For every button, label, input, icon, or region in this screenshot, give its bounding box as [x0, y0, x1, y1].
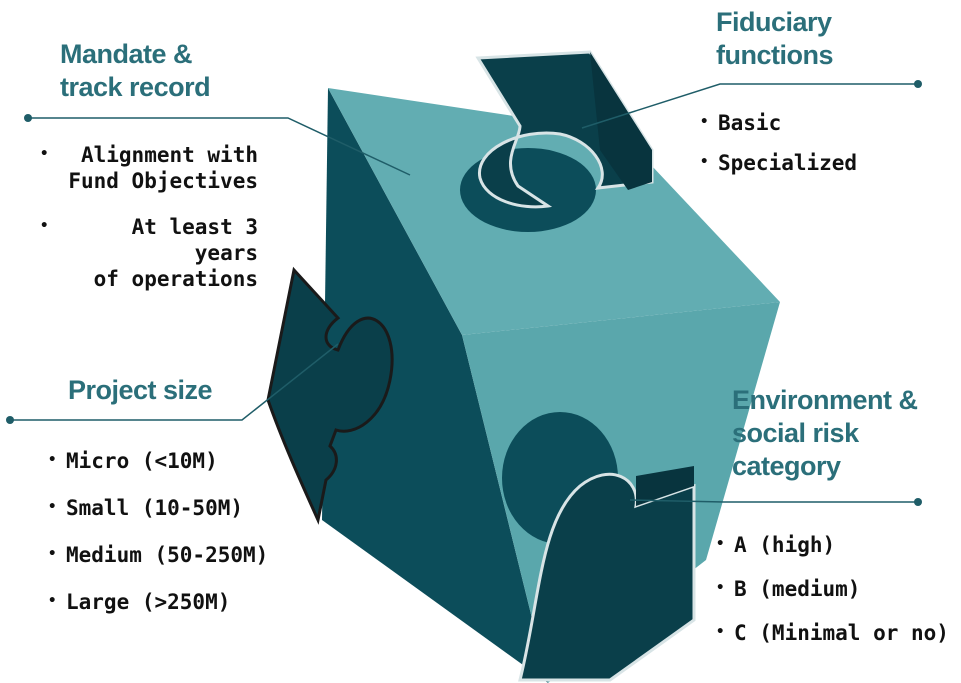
cube-left-face: [322, 88, 548, 683]
project-size-item-text: Medium (50-250M): [66, 543, 269, 567]
fiduciary-heading-line: Fiduciary: [716, 7, 832, 37]
environment-item: • A (high): [716, 532, 949, 558]
fiduciary-item: • Basic: [700, 110, 857, 136]
bullet-dot-icon: •: [48, 499, 57, 515]
top-socket: [460, 148, 596, 232]
bottom-puzzle-tab-side: [636, 466, 694, 506]
fiduciary-item-text: Specialized: [718, 151, 858, 175]
mandate-connector-dot: [24, 114, 32, 122]
project-size-heading-line: Project size: [68, 375, 213, 405]
project-size-connector-line: [10, 343, 339, 421]
mandate-item: • At least 3 years of operations: [40, 214, 260, 292]
project-size-item-text: Large (>250M): [66, 590, 231, 614]
mandate-item-text: At least 3 years of operations: [93, 215, 258, 291]
environment-heading: Environment & social risk category: [732, 384, 918, 483]
bullet-dot-icon: •: [700, 154, 709, 170]
bullet-dot-icon: •: [700, 114, 709, 130]
bullet-dot-icon: •: [716, 536, 725, 552]
project-size-item-text: Small (10-50M): [66, 496, 244, 520]
environment-list: • A (high) • B (medium) • C (Minimal or …: [716, 532, 949, 646]
bullet-dot-icon: •: [40, 146, 49, 162]
mandate-heading: Mandate & track record: [60, 38, 211, 104]
fiduciary-connector-dot: [914, 80, 922, 88]
bullet-dot-icon: •: [716, 624, 725, 640]
fiduciary-connector-line: [581, 83, 918, 129]
fiduciary-item: • Specialized: [700, 150, 857, 176]
mandate-list: • Alignment with Fund Objectives • At le…: [40, 142, 260, 292]
environment-heading-line: social risk: [732, 418, 859, 448]
environment-item: • B (medium): [716, 576, 949, 602]
mandate-heading-line: Mandate &: [60, 39, 193, 69]
mandate-connector-line: [28, 117, 411, 176]
mandate-item: • Alignment with Fund Objectives: [40, 142, 260, 194]
environment-item-text: B (medium): [734, 577, 861, 601]
mandate-heading-line: track record: [60, 72, 211, 102]
environment-item-text: C (Minimal or no): [734, 621, 949, 645]
bullet-dot-icon: •: [48, 546, 57, 562]
bullet-dot-icon: •: [48, 452, 57, 468]
environment-heading-line: category: [732, 451, 841, 481]
bullet-dot-icon: •: [716, 580, 725, 596]
bullet-dot-icon: •: [40, 218, 49, 234]
fiduciary-heading-line: functions: [716, 40, 834, 70]
project-size-item: • Small (10-50M): [48, 495, 268, 521]
project-size-connector-dot: [6, 416, 14, 424]
project-size-heading: Project size: [68, 374, 213, 407]
bullet-dot-icon: •: [48, 593, 57, 609]
environment-connector-dot: [914, 498, 922, 506]
environment-item-text: A (high): [734, 533, 836, 557]
fiduciary-list: • Basic • Specialized: [700, 110, 857, 176]
top-puzzle-tab-side: [590, 52, 652, 190]
fiduciary-heading: Fiduciary functions: [716, 6, 834, 72]
left-puzzle-tab: [266, 266, 394, 525]
environment-heading-line: Environment &: [732, 385, 918, 415]
project-size-item: • Medium (50-250M): [48, 542, 268, 568]
project-size-item: • Micro (<10M): [48, 448, 268, 474]
project-size-list: • Micro (<10M) • Small (10-50M) • Medium…: [48, 448, 268, 615]
fiduciary-item-text: Basic: [718, 111, 782, 135]
project-size-item-text: Micro (<10M): [66, 449, 218, 473]
project-size-item: • Large (>250M): [48, 589, 268, 615]
mandate-item-text: Alignment with Fund Objectives: [68, 143, 258, 193]
environment-item: • C (Minimal or no): [716, 620, 949, 646]
environment-connector-line: [629, 499, 918, 503]
